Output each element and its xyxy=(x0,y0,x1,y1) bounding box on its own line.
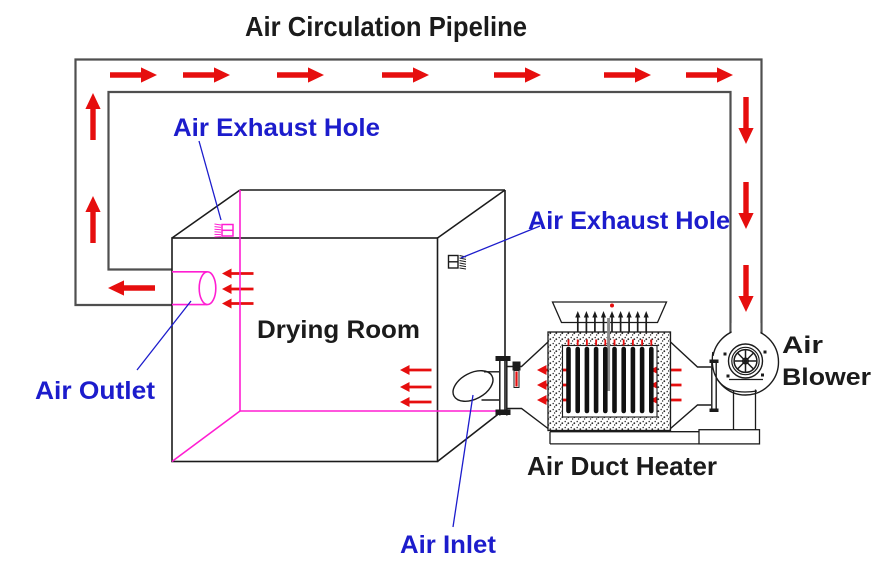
blower-base xyxy=(698,429,761,445)
label-leader-lines xyxy=(136,140,541,528)
heater-insulation-border xyxy=(548,332,671,431)
exhaust-hole-right xyxy=(447,254,467,270)
hidden-bottom-left-edge xyxy=(171,410,241,463)
circulation-pipeline xyxy=(74,58,763,336)
leader-exhaust-top xyxy=(198,140,222,221)
blower-inlet-flange xyxy=(709,359,719,412)
rod-top-indicators xyxy=(567,303,653,346)
inlet-flange xyxy=(495,356,511,416)
flow-arrow-up xyxy=(85,196,101,243)
air-blower xyxy=(549,323,780,445)
label-air-blower-line2: Blower xyxy=(782,364,871,391)
flow-arrow-right xyxy=(110,67,157,83)
air-inlet-opening xyxy=(452,370,494,402)
heater-right-transition xyxy=(670,341,711,430)
room-top-right-edge xyxy=(437,189,506,239)
room-bottom-right-edge xyxy=(437,412,500,463)
air-duct-heater xyxy=(507,301,719,432)
room-front-face xyxy=(171,237,439,463)
label-air-outlet: Air Outlet xyxy=(35,377,156,405)
room-flow-arrow xyxy=(222,268,254,279)
label-drying-room: Drying Room xyxy=(257,316,420,344)
label-air-duct-heater: Air Duct Heater xyxy=(527,451,717,481)
drying-room-box xyxy=(171,189,506,463)
flow-arrow-left xyxy=(108,280,155,296)
flow-arrow-right xyxy=(183,67,230,83)
air-outlet-cylinder xyxy=(198,271,217,306)
diagram-title: Air Circulation Pipeline xyxy=(245,11,527,42)
flow-arrow-down xyxy=(738,97,754,144)
air-inlet-assembly xyxy=(452,356,521,416)
terminal-studs xyxy=(575,311,649,334)
flow-arrow-right xyxy=(494,67,541,83)
blower-ring-inner xyxy=(731,346,760,376)
flow-arrow-down xyxy=(738,182,754,229)
heating-rods xyxy=(566,346,654,414)
temperature-sensor xyxy=(512,361,521,388)
flow-arrow-right xyxy=(604,67,651,83)
flow-arrow-right xyxy=(382,67,429,83)
fan-wheel-icon xyxy=(733,348,758,374)
heater-left-transition xyxy=(507,341,549,430)
room-flow-arrow xyxy=(222,284,254,294)
room-flow-arrow xyxy=(400,397,432,407)
terminal-indicator-dot xyxy=(610,303,614,308)
room-hidden-edges xyxy=(171,190,498,463)
blower-flange-bolts xyxy=(723,350,767,378)
label-air-inlet: Air Inlet xyxy=(400,531,497,559)
pipeline-inner-wall xyxy=(107,90,732,334)
leader-air-outlet xyxy=(136,300,192,371)
flow-arrow-down xyxy=(738,265,754,312)
leader-air-inlet xyxy=(452,394,474,528)
label-exhaust-hole-top: Air Exhaust Hole xyxy=(173,114,380,142)
flow-arrow-right xyxy=(277,67,324,83)
room-top-left-edge xyxy=(171,189,241,239)
flow-arrow-right xyxy=(686,67,733,83)
exhaust-hole-top xyxy=(214,223,234,238)
room-flow-arrow xyxy=(400,365,432,375)
label-exhaust-hole-right: Air Exhaust Hole xyxy=(528,207,730,235)
flow-arrow-up xyxy=(85,93,101,140)
room-flow-arrow xyxy=(222,298,254,309)
label-air-blower-line1: Air xyxy=(782,332,823,359)
pipeline-outer-wall xyxy=(74,58,763,336)
leader-exhaust-right xyxy=(460,225,541,259)
room-flow-arrow xyxy=(400,382,432,392)
